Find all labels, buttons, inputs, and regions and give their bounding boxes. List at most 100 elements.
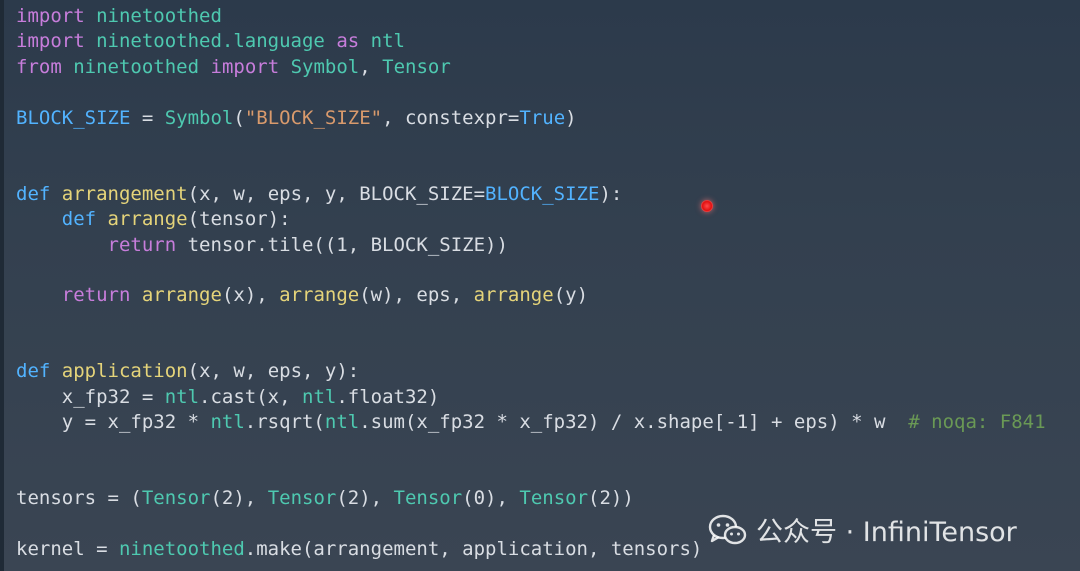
code-token: (0), — [462, 487, 520, 510]
code-token: = — [130, 106, 165, 129]
code-token: Tensor — [141, 487, 211, 510]
code-token: (2), — [336, 487, 394, 510]
code-line[interactable]: from ninetoothed import Symbol, Tensor — [16, 55, 1046, 80]
code-token: (x, w, eps, y): — [187, 360, 360, 383]
code-token: (2)) — [588, 487, 634, 510]
code-token — [62, 56, 73, 78]
code-token: arrange — [473, 284, 554, 307]
code-line[interactable] — [16, 258, 1046, 283]
code-token: ninetoothed — [96, 5, 222, 27]
code-token — [359, 30, 370, 52]
code-token: arrange — [279, 284, 360, 307]
code-token: arrangement — [61, 182, 188, 205]
code-line[interactable]: return arrange(x), arrange(w), eps, arra… — [16, 283, 1046, 308]
code-token: kernel = — [16, 538, 119, 561]
code-line[interactable]: def application(x, w, eps, y): — [16, 359, 1046, 384]
code-line[interactable]: y = x_fp32 * ntl.rsqrt(ntl.sum(x_fp32 * … — [16, 410, 1046, 435]
code-line[interactable] — [16, 309, 1046, 334]
code-token: def — [16, 360, 51, 383]
code-token: Tensor — [519, 487, 589, 510]
code-token — [50, 360, 61, 382]
code-line[interactable]: import ninetoothed — [16, 4, 1046, 29]
code-token: (x, w, eps, y, BLOCK_SIZE= — [187, 182, 486, 205]
code-line[interactable]: x_fp32 = ntl.cast(x, ntl.float32) — [16, 385, 1046, 410]
watermark-text: 公众号 · InfiniTensor — [756, 517, 1017, 548]
code-line[interactable] — [16, 131, 1046, 156]
watermark: 公众号 · InfiniTensor — [708, 510, 1017, 549]
code-line[interactable]: return tensor.tile((1, BLOCK_SIZE)) — [16, 233, 1046, 258]
code-token: as — [336, 30, 360, 53]
pointer-dot-icon — [701, 200, 713, 212]
code-token: import — [210, 55, 280, 78]
code-token: "BLOCK_SIZE" — [244, 106, 383, 129]
code-line[interactable] — [16, 156, 1046, 181]
code-token: ( — [233, 106, 245, 129]
code-token: # noqa: F841 — [908, 411, 1046, 434]
code-token: arrange — [141, 284, 222, 307]
code-token: (y) — [553, 284, 589, 307]
code-line[interactable] — [16, 80, 1046, 105]
code-token — [96, 208, 107, 230]
code-token — [50, 183, 61, 205]
code-token: arrange — [107, 208, 188, 231]
code-line[interactable] — [16, 436, 1046, 461]
code-token: import — [16, 5, 85, 27]
code-token: ninetoothed.language — [96, 30, 325, 53]
code-token: def — [61, 208, 97, 231]
code-token: return — [107, 233, 177, 256]
code-token — [16, 208, 62, 230]
code-token: True — [519, 106, 566, 129]
code-token: return — [61, 284, 131, 307]
code-token: y = x_fp32 * — [16, 411, 211, 434]
code-token — [279, 56, 290, 78]
code-line[interactable]: def arrange(tensor): — [16, 207, 1046, 232]
code-token: x_fp32 = — [16, 385, 165, 408]
code-token: from — [16, 55, 62, 78]
code-token: .make(arrangement, application, tensors) — [244, 538, 703, 561]
code-token: (tensor): — [187, 208, 291, 231]
code-token: Tensor — [267, 487, 337, 510]
code-line[interactable]: import ninetoothed.language as ntl — [16, 29, 1046, 54]
code-line[interactable] — [16, 461, 1046, 486]
code-line[interactable] — [16, 334, 1046, 359]
wechat-icon — [708, 514, 747, 544]
code-token: (w), eps, — [359, 284, 474, 307]
code-line[interactable]: def arrangement(x, w, eps, y, BLOCK_SIZE… — [16, 182, 1046, 207]
code-token — [85, 5, 96, 27]
code-token: .float32) — [336, 385, 440, 408]
code-token: (x), — [221, 284, 280, 307]
code-token: ntl — [210, 411, 245, 434]
code-token: .rsqrt( — [244, 411, 325, 434]
code-token: ntl — [370, 30, 405, 53]
code-token: ) — [565, 106, 577, 129]
code-token: tensor.tile((1, BLOCK_SIZE)) — [176, 233, 508, 256]
code-token: def — [16, 182, 51, 205]
code-token — [16, 234, 108, 256]
code-line[interactable]: tensors = (Tensor(2), Tensor(2), Tensor(… — [16, 486, 1046, 511]
code-token: Tensor — [382, 55, 451, 78]
code-token: application — [61, 360, 188, 383]
code-token: ninetoothed — [73, 55, 200, 78]
code-token: ntl — [164, 385, 200, 408]
code-token: ntl — [302, 385, 337, 408]
code-token: BLOCK_SIZE — [16, 106, 131, 129]
code-token — [85, 30, 96, 52]
code-token: Tensor — [393, 487, 463, 510]
code-line[interactable]: BLOCK_SIZE = Symbol("BLOCK_SIZE", conste… — [16, 106, 1046, 131]
code-token: .sum(x_fp32 * x_fp32) / x.shape[-1] + ep… — [359, 411, 909, 434]
code-token: tensors = ( — [16, 487, 142, 510]
code-token: import — [16, 30, 85, 53]
code-line[interactable]: kernel = ninetoothed.make(arrangement, a… — [16, 537, 1046, 562]
code-token: (2), — [210, 487, 268, 510]
code-token: .cast(x, — [199, 385, 302, 408]
code-token — [199, 56, 210, 78]
code-token: Symbol — [164, 106, 234, 129]
code-token: ntl — [324, 411, 360, 434]
code-token: , constexpr= — [382, 106, 520, 129]
code-token: BLOCK_SIZE — [485, 182, 600, 205]
code-token — [16, 284, 62, 306]
code-token: , — [359, 55, 383, 78]
code-token: Symbol — [290, 55, 360, 78]
